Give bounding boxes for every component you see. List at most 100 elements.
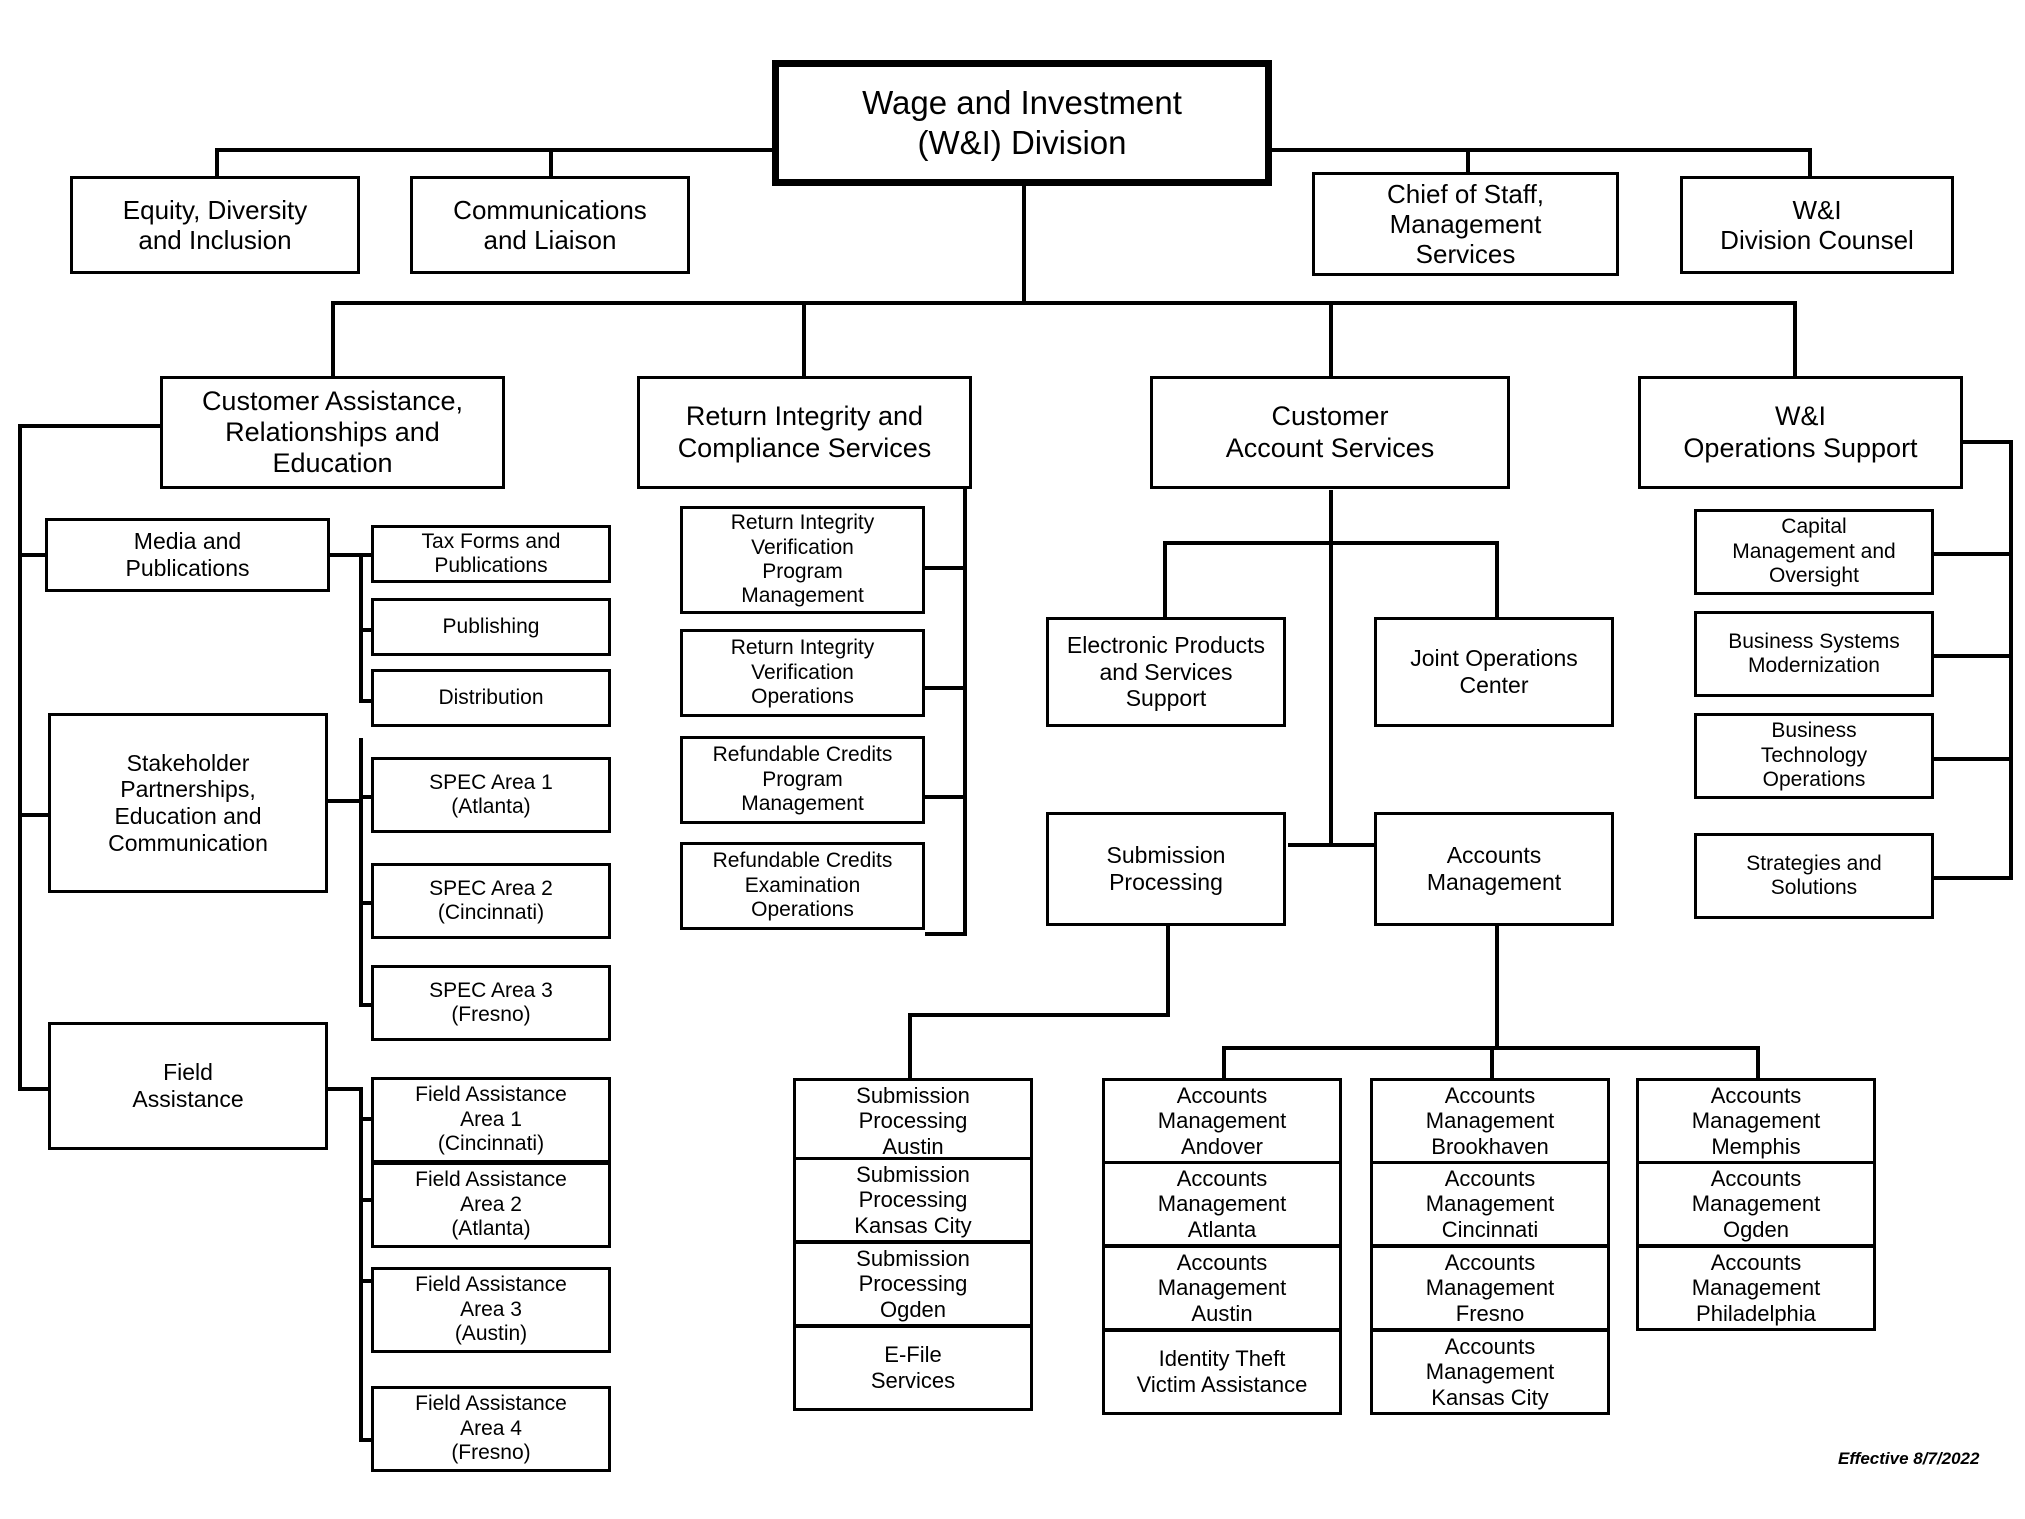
node-customer-account-services[interactable]: Customer Account Services <box>1150 376 1510 489</box>
node-label: Accounts Management <box>1426 842 1562 895</box>
connector-am-col1-drop <box>1222 1046 1226 1078</box>
node-wage-and-investment-division[interactable]: Wage and Investment (W&I) Division <box>772 60 1272 186</box>
node-accounts-management-ogden[interactable]: Accounts Management Ogden <box>1636 1161 1876 1247</box>
node-label: Business Systems Modernization <box>1728 629 1900 677</box>
connector-cas-down <box>1329 490 1333 847</box>
node-submission-processing-austin[interactable]: Submission Processing Austin <box>793 1078 1033 1164</box>
node-tax-forms-and-publications[interactable]: Tax Forms and Publications <box>371 525 611 583</box>
node-accounts-management[interactable]: Accounts Management <box>1374 812 1614 926</box>
node-wi-division-counsel[interactable]: W&I Division Counsel <box>1680 176 1954 274</box>
node-label: Distribution <box>438 685 544 709</box>
node-field-assistance-area-4-fresno[interactable]: Field Assistance Area 4 (Fresno) <box>371 1386 611 1472</box>
node-field-assistance-area-2-atlanta[interactable]: Field Assistance Area 2 (Atlanta) <box>371 1162 611 1248</box>
node-strategies-and-solutions[interactable]: Strategies and Solutions <box>1694 833 1934 919</box>
node-label: Return Integrity and Compliance Services <box>677 401 932 463</box>
node-refundable-credits-program-management[interactable]: Refundable Credits Program Management <box>680 736 925 824</box>
node-submission-processing-kansas-city[interactable]: Submission Processing Kansas City <box>793 1157 1033 1243</box>
node-accounts-management-brookhaven[interactable]: Accounts Management Brookhaven <box>1370 1078 1610 1164</box>
connector-rics-child-3 <box>925 795 967 799</box>
connector-stakeholder-out <box>325 799 363 803</box>
node-accounts-management-philadelphia[interactable]: Accounts Management Philadelphia <box>1636 1245 1876 1331</box>
node-label: Equity, Diversity and Inclusion <box>122 194 308 255</box>
node-accounts-management-fresno[interactable]: Accounts Management Fresno <box>1370 1245 1610 1331</box>
connector-wios-child-3 <box>1933 757 2013 761</box>
connector-sp-jog <box>908 1013 1170 1017</box>
node-joint-operations-center[interactable]: Joint Operations Center <box>1374 617 1614 727</box>
node-wi-operations-support[interactable]: W&I Operations Support <box>1638 376 1963 489</box>
node-spec-area-3-fresno[interactable]: SPEC Area 3 (Fresno) <box>371 965 611 1041</box>
node-e-file-services[interactable]: E-File Services <box>793 1325 1033 1411</box>
node-label: Publishing <box>442 614 540 638</box>
node-business-systems-modernization[interactable]: Business Systems Modernization <box>1694 611 1934 697</box>
node-media-and-publications[interactable]: Media and Publications <box>45 518 330 592</box>
node-return-integrity-verification-operations[interactable]: Return Integrity Verification Operations <box>680 629 925 717</box>
node-field-assistance[interactable]: Field Assistance <box>48 1022 328 1150</box>
node-label: Submission Processing Ogden <box>856 1245 970 1322</box>
connector-root-right-bus <box>1272 148 1812 152</box>
node-label: Accounts Management Ogden <box>1691 1165 1821 1242</box>
node-label: Accounts Management Philadelphia <box>1691 1249 1821 1326</box>
node-label: Field Assistance Area 2 (Atlanta) <box>415 1168 567 1241</box>
connector-am-down <box>1495 925 1499 1050</box>
connector-sp-to-children <box>908 1013 912 1078</box>
node-label: Accounts Management Fresno <box>1425 1249 1555 1326</box>
connector-care-drop <box>331 301 335 376</box>
node-label: SPEC Area 1 (Atlanta) <box>429 770 553 818</box>
node-submission-processing-ogden[interactable]: Submission Processing Ogden <box>793 1241 1033 1327</box>
node-label: Accounts Management Austin <box>1157 1249 1287 1326</box>
connector-division-bus <box>331 301 1797 305</box>
connector-wios-child-4 <box>1933 876 2013 880</box>
node-label: Return Integrity Verification Operations <box>730 636 875 709</box>
connector-wios-drop <box>1793 301 1797 376</box>
connector-care-to-leftbus-top <box>18 424 166 428</box>
node-label: Field Assistance Area 1 (Cincinnati) <box>415 1083 567 1156</box>
connector-rics-bus <box>963 566 967 936</box>
connector-sp-down <box>1166 925 1170 1013</box>
node-accounts-management-austin[interactable]: Accounts Management Austin <box>1102 1245 1342 1331</box>
node-identity-theft-victim-assistance[interactable]: Identity Theft Victim Assistance <box>1102 1329 1342 1415</box>
node-label: Joint Operations Center <box>1410 645 1578 698</box>
connector-rics-child-1 <box>925 566 967 570</box>
node-label: Accounts Management Kansas City <box>1425 1333 1555 1410</box>
node-accounts-management-cincinnati[interactable]: Accounts Management Cincinnati <box>1370 1161 1610 1247</box>
node-label: Submission Processing Austin <box>856 1082 970 1159</box>
node-refundable-credits-examination-operations[interactable]: Refundable Credits Examination Operation… <box>680 842 925 930</box>
node-label: Customer Account Services <box>1225 401 1435 463</box>
node-label: Accounts Management Memphis <box>1691 1082 1821 1159</box>
node-label: Submission Processing Kansas City <box>854 1161 972 1238</box>
node-distribution[interactable]: Distribution <box>371 669 611 727</box>
node-capital-management-and-oversight[interactable]: Capital Management and Oversight <box>1694 509 1934 595</box>
node-electronic-products-and-services-support[interactable]: Electronic Products and Services Support <box>1046 617 1286 727</box>
node-accounts-management-atlanta[interactable]: Accounts Management Atlanta <box>1102 1161 1342 1247</box>
connector-cas-drop <box>1329 301 1333 376</box>
connector-wios-child-1 <box>1933 552 2013 556</box>
node-business-technology-operations[interactable]: Business Technology Operations <box>1694 713 1934 799</box>
connector-am-col3-drop <box>1756 1046 1760 1078</box>
node-label: Media and Publications <box>125 528 250 581</box>
node-accounts-management-kansas-city[interactable]: Accounts Management Kansas City <box>1370 1329 1610 1415</box>
node-communications-and-liaison[interactable]: Communications and Liaison <box>410 176 690 274</box>
node-accounts-management-memphis[interactable]: Accounts Management Memphis <box>1636 1078 1876 1164</box>
node-spec-area-1-atlanta[interactable]: SPEC Area 1 (Atlanta) <box>371 757 611 833</box>
node-return-integrity-verification-program-management[interactable]: Return Integrity Verification Program Ma… <box>680 506 925 614</box>
node-field-assistance-area-1-cincinnati[interactable]: Field Assistance Area 1 (Cincinnati) <box>371 1077 611 1163</box>
node-stakeholder-partnerships-education-communication[interactable]: Stakeholder Partnerships, Education and … <box>48 713 328 893</box>
node-label: W&I Operations Support <box>1683 401 1918 463</box>
node-equity-diversity-inclusion[interactable]: Equity, Diversity and Inclusion <box>70 176 360 274</box>
node-accounts-management-andover[interactable]: Accounts Management Andover <box>1102 1078 1342 1164</box>
node-spec-area-2-cincinnati[interactable]: SPEC Area 2 (Cincinnati) <box>371 863 611 939</box>
node-label: E-File Services <box>870 1342 956 1393</box>
node-field-assistance-area-3-austin[interactable]: Field Assistance Area 3 (Austin) <box>371 1267 611 1353</box>
node-label: Identity Theft Victim Assistance <box>1136 1346 1308 1397</box>
node-submission-processing[interactable]: Submission Processing <box>1046 812 1286 926</box>
node-chief-of-staff-management-services[interactable]: Chief of Staff, Management Services <box>1312 172 1619 276</box>
connector-rics-child-2 <box>925 686 967 690</box>
node-label: Communications and Liaison <box>453 194 647 255</box>
node-return-integrity-compliance-services[interactable]: Return Integrity and Compliance Services <box>637 376 972 489</box>
connector-rics-child-4 <box>925 932 967 936</box>
node-label: Business Technology Operations <box>1760 719 1868 792</box>
node-customer-assistance-relationships-education[interactable]: Customer Assistance, Relationships and E… <box>160 376 505 489</box>
node-label: Customer Assistance, Relationships and E… <box>201 385 464 479</box>
node-publishing[interactable]: Publishing <box>371 598 611 656</box>
